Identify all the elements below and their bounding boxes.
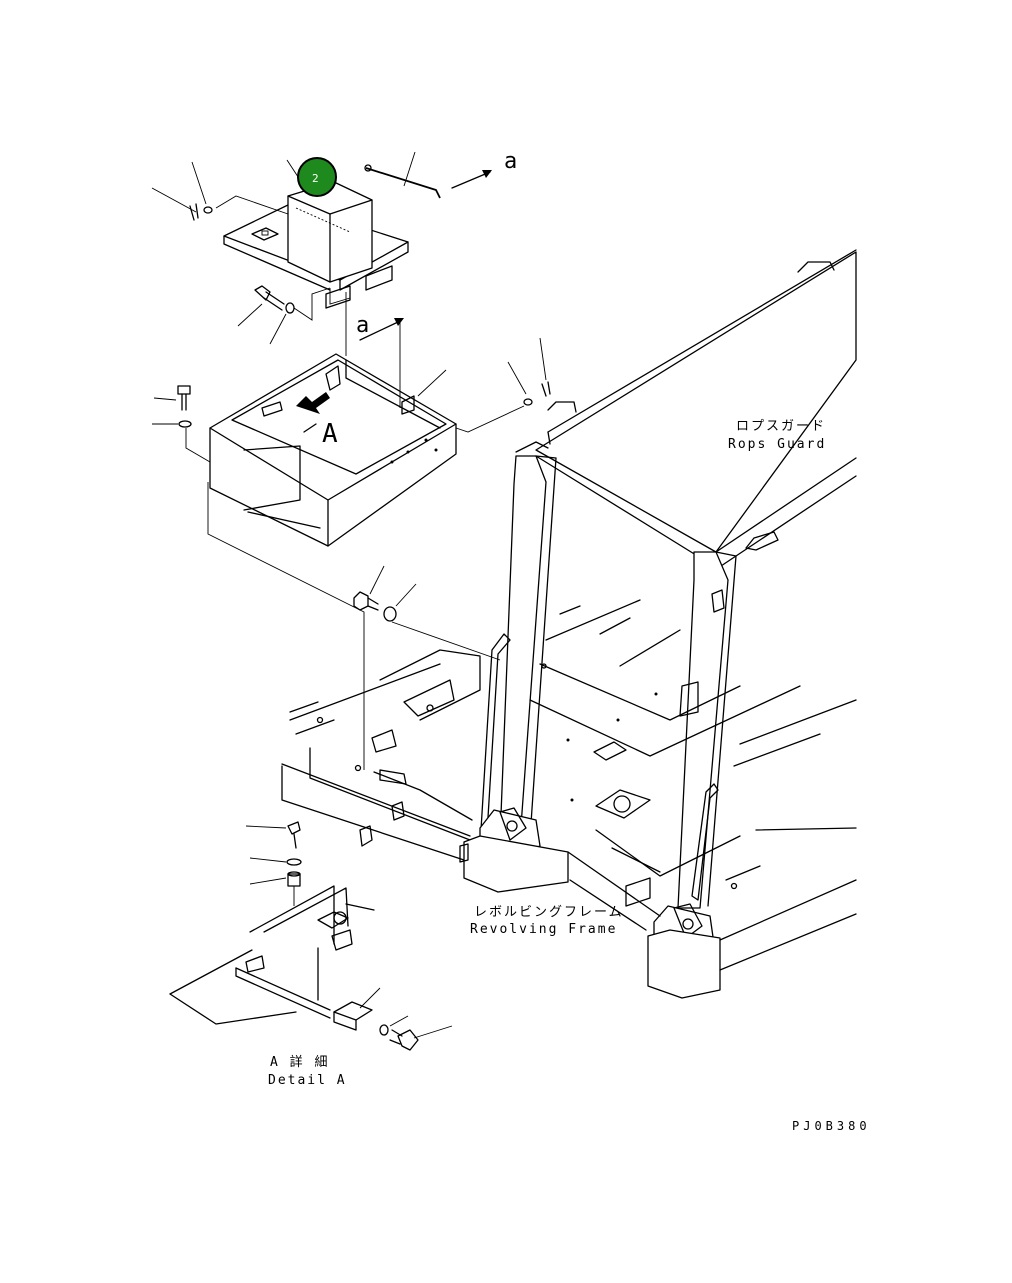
battery-tray [152,292,551,770]
detail-a-label-en: Detail A [268,1073,347,1088]
view-arrow-label: A [322,419,338,449]
rops-guard-label-jp: ロプスガード [736,419,826,434]
part-2-box-assembly [151,151,492,345]
drawing-code: PJ0B380 [792,1119,871,1133]
detail-a-view [169,821,453,1051]
rops-guard-label-en: Rops Guard [728,437,826,452]
callout-2-number: 2 [312,172,319,185]
detail-a-label-jp: A 詳 細 [270,1054,329,1070]
callout-a-top: a [504,149,517,174]
callout-a-mid: a [356,313,369,338]
callout-2-badge[interactable] [297,157,337,197]
revolving-frame-label-jp: レボルビングフレーム [474,905,624,920]
revolving-frame-label-en: Revolving Frame [470,922,617,937]
revolving-frame [281,565,857,999]
callout-2[interactable]: 2 [297,157,337,197]
rops-guard [479,249,857,959]
